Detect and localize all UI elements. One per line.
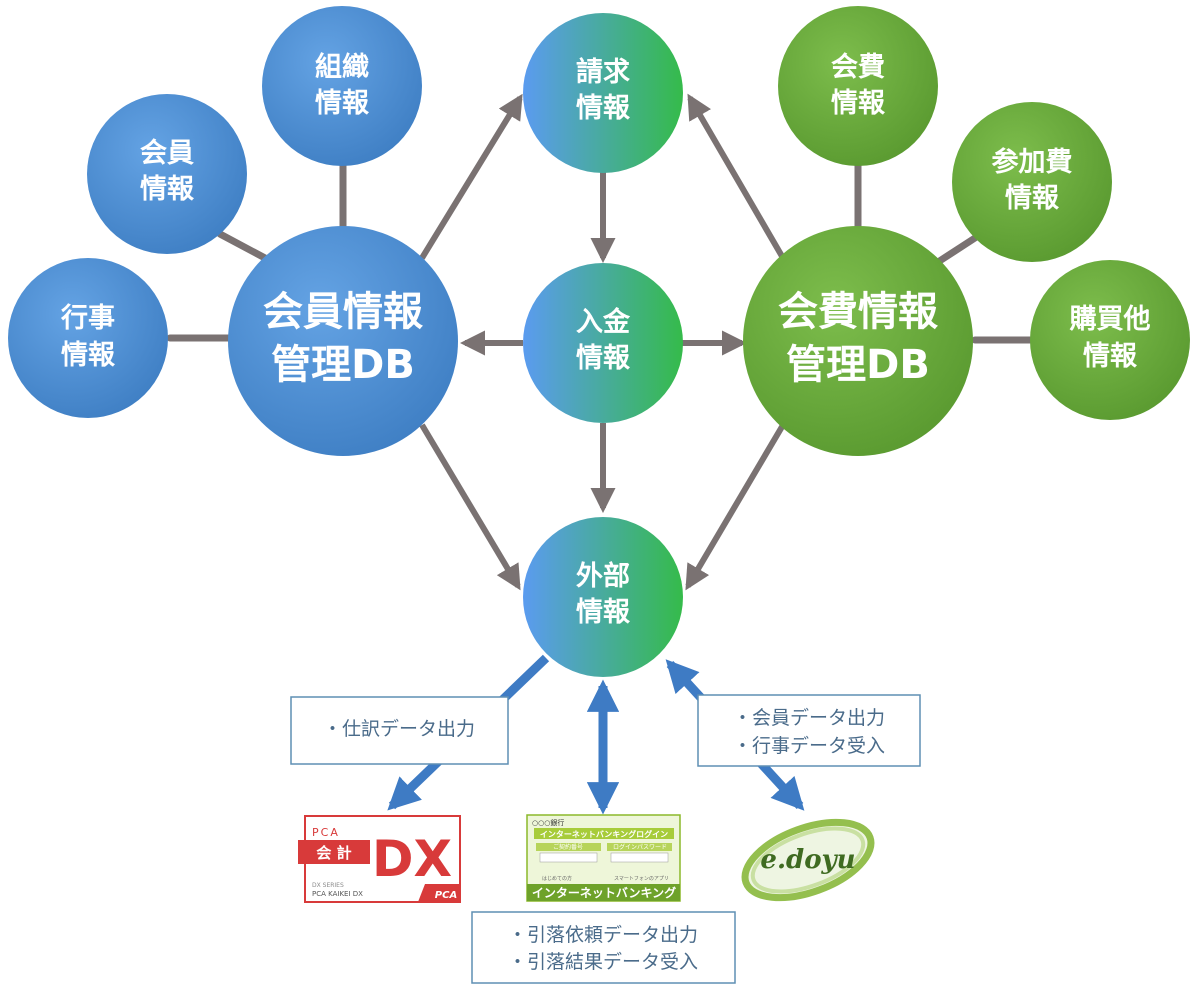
node-nyukin-line1: 入金	[576, 306, 631, 338]
node-soshiki: 組織 情報	[262, 6, 422, 166]
note-edoyu-line2: ・行事データ受入	[733, 735, 885, 757]
note-shiwake-line1: ・仕訳データ出力	[323, 718, 475, 740]
node-soshiki-line1: 組織	[315, 51, 369, 83]
node-sankahi-line1: 参加費	[992, 146, 1073, 178]
link-kaihi-db-sankahi	[934, 232, 982, 266]
bank-logo-footer: インターネットバンキング	[532, 885, 676, 900]
note-bank-line2: ・引落結果データ受入	[508, 951, 698, 973]
node-gaibu: 外部 情報	[523, 517, 683, 677]
node-seikyu-line1: 請求	[576, 56, 630, 88]
node-kaiin-line1: 会員	[140, 138, 194, 169]
node-gaibu-line2: 情報	[576, 597, 631, 628]
node-kaiin: 会員 情報	[87, 94, 247, 254]
pca-logo-small2: PCA KAIKEI DX	[312, 890, 363, 898]
node-gyouji-line1: 行事	[60, 302, 115, 334]
node-gaibu-line1: 外部	[576, 560, 630, 592]
node-nyukin-line2: 情報	[576, 343, 631, 374]
arrow-kaiin-db-to-seikyu	[419, 93, 523, 260]
node-konyu-line1: 購買他	[1070, 304, 1151, 335]
node-sankahi: 参加費 情報	[952, 102, 1112, 262]
pca-logo-kaikei: 会 計	[316, 844, 351, 862]
arrow-kaihi-db-to-seikyu	[687, 93, 786, 260]
node-seikyu-line2: 情報	[576, 93, 631, 124]
node-gyouji-line2: 情報	[61, 340, 116, 371]
pca-logo-top: PCA	[312, 826, 340, 839]
node-kaihi-line1: 会費	[831, 52, 885, 83]
node-soshiki-line2: 情報	[315, 88, 370, 119]
node-kaiin-db: 会員情報 管理DB	[228, 226, 458, 456]
node-kaiin-db-line1: 会員情報	[263, 289, 423, 335]
bank-logo-link2: スマートフォンのアプリ	[614, 876, 669, 882]
pca-logo-small1: DX SERIES	[312, 882, 344, 889]
node-kaihi: 会費 情報	[778, 6, 938, 166]
pca-logo-corner: PCA	[435, 890, 457, 901]
arrow-kaihi-db-to-gaibu	[685, 423, 786, 591]
node-gyouji: 行事 情報	[8, 258, 168, 418]
edoyu-logo-text: e.doyu	[760, 845, 855, 875]
note-shiwake: ・仕訳データ出力	[290, 696, 509, 765]
node-seikyu: 請求 情報	[523, 13, 683, 173]
plain-connectors	[166, 161, 1034, 344]
bank-logo-login-title: インターネットバンキングログイン	[540, 829, 668, 839]
note-edoyu-line1: ・会員データ出力	[733, 707, 885, 729]
node-kaihi-line2: 情報	[831, 88, 886, 119]
node-kaiin-db-line2: 管理DB	[271, 342, 415, 388]
node-kaiin-line2: 情報	[140, 174, 195, 205]
bank-logo-field1: ご契約番号	[553, 843, 583, 851]
arrow-connectors	[419, 93, 786, 591]
pca-kaikei-dx-logo: PCA 会 計 DX DX SERIES PCA KAIKEI DX PCA	[298, 815, 461, 903]
bank-logo-link1: はじめての方	[542, 875, 572, 882]
node-sankahi-line2: 情報	[1005, 183, 1060, 214]
node-konyu-line2: 情報	[1083, 341, 1138, 372]
link-kaiin-db-kaiin	[216, 230, 269, 262]
note-bank: ・引落依頼データ出力 ・引落結果データ受入	[471, 911, 736, 984]
note-edoyu: ・会員データ出力 ・行事データ受入	[697, 694, 921, 767]
bank-logo-field2: ログインパスワード	[613, 843, 667, 851]
internet-banking-logo: ○○○銀行 インターネットバンキングログイン ご契約番号 ログインパスワード は…	[526, 814, 681, 902]
note-bank-line1: ・引落依頼データ出力	[508, 924, 698, 946]
bank-logo-name: ○○○銀行	[532, 818, 564, 827]
node-kaihi-db: 会費情報 管理DB	[743, 226, 973, 456]
node-konyu: 購買他 情報	[1030, 260, 1190, 420]
node-kaihi-db-line2: 管理DB	[786, 342, 930, 388]
arrow-kaiin-db-to-gaibu	[419, 423, 521, 591]
pca-logo-dx: DX	[372, 830, 452, 888]
edoyu-logo: e.doyu	[741, 818, 875, 902]
node-kaihi-db-line1: 会費情報	[778, 289, 938, 335]
node-nyukin: 入金 情報	[523, 263, 683, 423]
